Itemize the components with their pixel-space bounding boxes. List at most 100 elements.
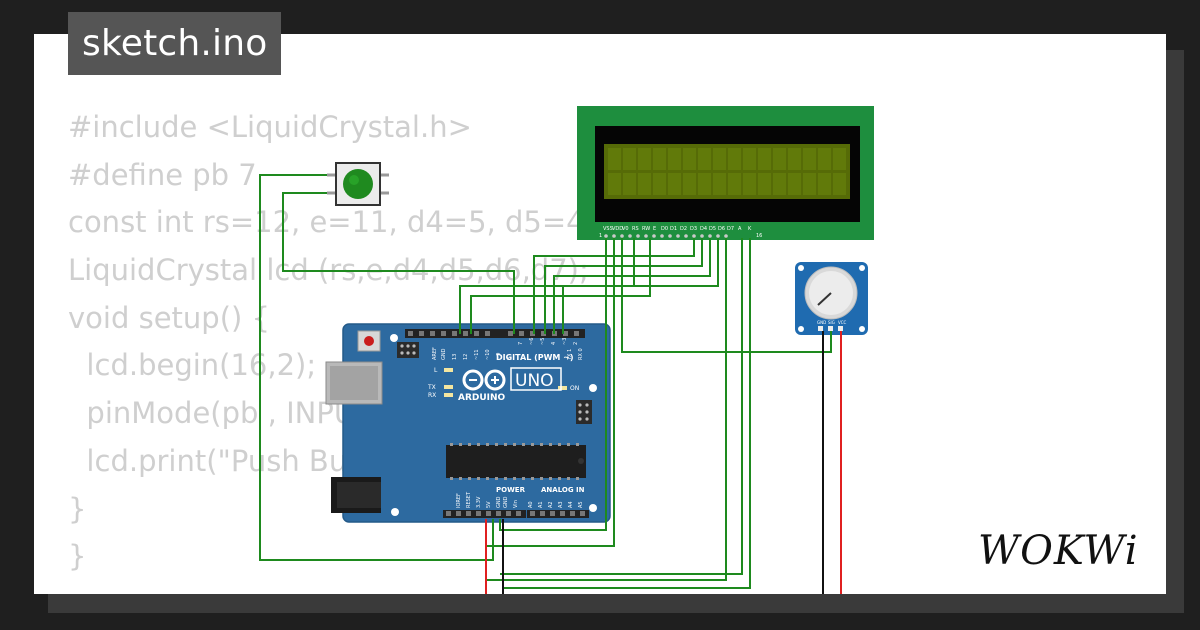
pin-label: A3 <box>558 501 564 508</box>
code-line: #include <LiquidCrystal.h> <box>68 110 472 144</box>
arduino-brand: ARDUINO <box>458 393 506 403</box>
lcd-pin-label: E <box>653 226 656 232</box>
pin-label: 12 <box>463 354 469 360</box>
led-l-label: L <box>434 367 438 374</box>
wire-lcd-vss <box>499 238 607 531</box>
lcd-pin-label: D3 <box>690 226 697 232</box>
wokwi-logo: WOKWi <box>978 528 1139 574</box>
pin-label: 4 <box>551 342 557 345</box>
lcd-pin-label: V0 <box>622 226 629 232</box>
wires <box>259 174 842 594</box>
pin-label: ~9 <box>496 353 502 360</box>
pin-label: A4 <box>568 501 574 508</box>
arduino-logo-symbols <box>469 376 499 384</box>
icsp-header <box>397 342 419 358</box>
mounting-holes <box>390 334 597 516</box>
code-line: lcd.begin(16,2); <box>68 348 317 383</box>
pin-label: Vin <box>513 500 519 508</box>
pin-label: A1 <box>538 501 544 508</box>
push-button[interactable] <box>327 162 389 206</box>
power-header[interactable] <box>443 510 526 518</box>
digital-pin-labels: AREF GND 13 12 ~11 ~10 ~9 8 7 ~6 ~5 4 ~3… <box>432 338 584 361</box>
digital-label: DIGITAL (PWM ~) <box>496 353 574 362</box>
lcd-pin-label: K <box>748 226 752 232</box>
wokwi-logo-text: WOKWi <box>978 528 1139 574</box>
power-label: POWER <box>496 486 526 494</box>
wire-button-pin7 <box>282 192 515 334</box>
code-line: void setup() { <box>68 300 270 335</box>
potentiometer-knob-indicator <box>817 292 832 306</box>
digital-header[interactable] <box>405 329 585 338</box>
analog-pin-labels: A0 A1 A2 A3 A4 A5 <box>528 501 584 508</box>
pin-label: 3.3V <box>476 496 482 508</box>
arduino-infinity-logo <box>462 369 506 391</box>
pin-label: RX 0 <box>578 348 584 360</box>
lcd-pin-label: D7 <box>727 226 734 232</box>
lcd-pin-label: D2 <box>680 226 687 232</box>
pin-label: 2 <box>573 342 579 345</box>
wire-lcd-k <box>503 238 751 589</box>
atmega-chip <box>446 443 586 480</box>
icsp-header-right <box>576 400 592 424</box>
lcd-pin-labels: VSS VDD V0 RS RW E D0 D1 D2 D3 D4 D5 D6 … <box>599 226 762 239</box>
lcd-pin-label: RS <box>632 226 639 232</box>
lcd-pin-number-last: 16 <box>756 233 762 239</box>
wire-lcd-d5 <box>544 238 703 334</box>
lcd-pin-label: D6 <box>718 226 725 232</box>
pin-label: TX 1 <box>567 349 573 361</box>
pin-label: A2 <box>548 501 554 508</box>
pin-label: AREF <box>432 347 438 360</box>
led-rx-label: RX <box>428 392 436 399</box>
lcd-16x2-display[interactable]: VSS VDD V0 RS RW E D0 D1 D2 D3 D4 D5 D6 … <box>577 106 874 240</box>
lcd-pin-label: D4 <box>700 226 707 232</box>
pin-label: GND <box>496 496 502 508</box>
lcd-pin-label: RW <box>642 226 650 232</box>
pin-label: RESET <box>466 491 472 508</box>
code-line: #define pb 7 <box>68 157 257 192</box>
code-line: LiquidCrystal lcd (rs,e,d4,d5,d6,d7); <box>68 253 589 288</box>
pin-label: 5V <box>486 501 492 508</box>
lcd-character-grid <box>608 148 846 195</box>
analog-header[interactable] <box>527 510 589 518</box>
board-leds: L TX RX ON <box>427 367 579 399</box>
wire-lcd-rw <box>500 238 743 575</box>
pot-pin-label: GND <box>817 320 826 325</box>
code-line: } <box>68 539 87 574</box>
pin-label: IOREF <box>456 493 462 508</box>
uno-label: UNO <box>515 371 554 391</box>
lcd-pin-label: A <box>738 226 742 232</box>
wire-lcd-d7 <box>562 238 719 334</box>
pin-label: 13 <box>452 354 458 360</box>
lcd-pin-label: D0 <box>661 226 668 232</box>
code-line: } <box>68 491 87 526</box>
lcd-pin-label: D5 <box>709 226 716 232</box>
pin-label: ~11 <box>474 349 480 360</box>
pin-label: GND <box>503 496 509 508</box>
lcd-pin-header[interactable] <box>604 234 728 238</box>
lcd-pin-label: VSS <box>603 226 613 232</box>
arduino-uno-board[interactable]: AREF GND 13 12 ~11 ~10 ~9 8 7 ~6 ~5 4 ~3… <box>325 323 611 523</box>
wire-lcd-a <box>486 238 727 581</box>
potentiometer[interactable]: GND SIG VCC <box>795 262 868 335</box>
file-tab[interactable]: sketch.ino <box>68 12 282 75</box>
lcd-pin-number-first: 1 <box>599 233 602 239</box>
pot-pin-label: SIG <box>828 320 835 325</box>
pin-label: ~10 <box>485 349 491 360</box>
wire-lcd-d6 <box>553 238 711 334</box>
uno-label-box <box>510 367 562 391</box>
pin-label: 8 <box>507 357 513 360</box>
lcd-pin-label: D1 <box>670 226 677 232</box>
lcd-pin-label: VDD <box>612 226 623 232</box>
pot-pin-label: VCC <box>838 320 847 325</box>
pin-label: A0 <box>528 501 534 508</box>
wire-lcd-rs <box>459 238 635 334</box>
led-on-label: ON <box>570 385 579 392</box>
pot-pin-header[interactable] <box>818 326 843 331</box>
pin-label: ~6 <box>529 338 535 345</box>
power-pin-labels: IOREF RESET 3.3V 5V GND GND Vin <box>456 491 519 508</box>
pin-label: GND <box>441 348 447 360</box>
pin-label: ~3 <box>562 338 568 345</box>
led-tx-label: TX <box>427 384 436 391</box>
pin-label: A5 <box>578 501 584 508</box>
